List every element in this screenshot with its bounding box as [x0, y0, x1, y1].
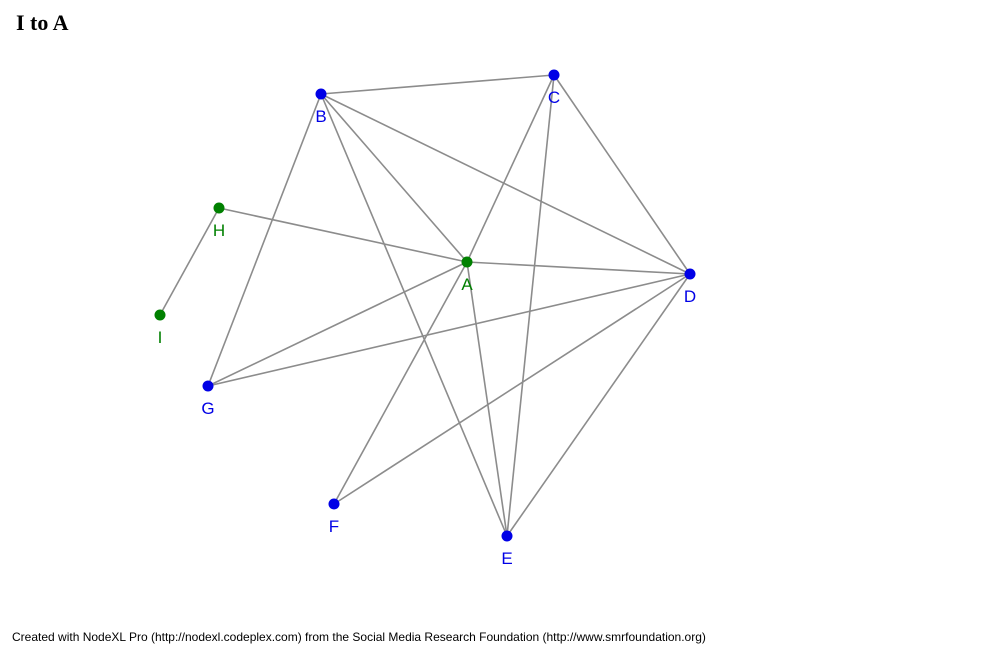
node-label: C: [548, 88, 560, 107]
edges-layer: [159, 74, 691, 537]
node-marker[interactable]: [202, 380, 214, 392]
node-marker[interactable]: [461, 256, 473, 268]
edge-h-i: [159, 207, 220, 316]
node-g[interactable]: G: [201, 380, 215, 419]
edge-d-g: [207, 273, 691, 387]
node-h[interactable]: H: [213, 202, 225, 241]
node-label: H: [213, 221, 225, 240]
node-b[interactable]: B: [315, 88, 327, 127]
edge-d-e: [506, 273, 691, 537]
node-label: G: [201, 399, 214, 418]
node-i[interactable]: I: [154, 309, 166, 348]
node-label: B: [315, 107, 326, 126]
edge-b-e: [320, 93, 508, 537]
edge-b-d: [320, 93, 691, 275]
node-label: E: [501, 549, 512, 568]
node-marker[interactable]: [154, 309, 166, 321]
node-marker[interactable]: [213, 202, 225, 214]
node-label: D: [684, 287, 696, 306]
node-label: I: [158, 328, 163, 347]
node-label: A: [461, 275, 473, 294]
edge-b-a: [320, 93, 468, 263]
node-c[interactable]: C: [548, 69, 560, 108]
network-graph: A B C D E F G H I: [154, 69, 696, 569]
edge-h-a: [218, 207, 468, 263]
nodes-layer: A B C D E F G H I: [154, 69, 696, 569]
node-label: F: [329, 517, 339, 536]
edge-a-d: [466, 261, 691, 275]
node-marker[interactable]: [548, 69, 560, 81]
node-marker[interactable]: [315, 88, 327, 100]
edge-b-g: [207, 93, 322, 387]
node-marker[interactable]: [684, 268, 696, 280]
node-d[interactable]: D: [684, 268, 696, 307]
node-a[interactable]: A: [461, 256, 473, 295]
edge-c-e: [506, 74, 555, 537]
edge-c-d: [553, 74, 691, 275]
node-marker[interactable]: [501, 530, 513, 542]
edge-a-f: [333, 261, 468, 505]
attribution-footer: Created with NodeXL Pro (http://nodexl.c…: [12, 630, 706, 644]
edge-a-e: [466, 261, 508, 537]
edge-d-f: [333, 273, 691, 505]
edge-a-g: [207, 261, 468, 387]
node-e[interactable]: E: [501, 530, 513, 569]
node-f[interactable]: F: [328, 498, 340, 537]
edge-c-a: [466, 74, 555, 263]
edge-b-c: [320, 74, 555, 95]
page-title: I to A: [16, 10, 69, 35]
node-marker[interactable]: [328, 498, 340, 510]
